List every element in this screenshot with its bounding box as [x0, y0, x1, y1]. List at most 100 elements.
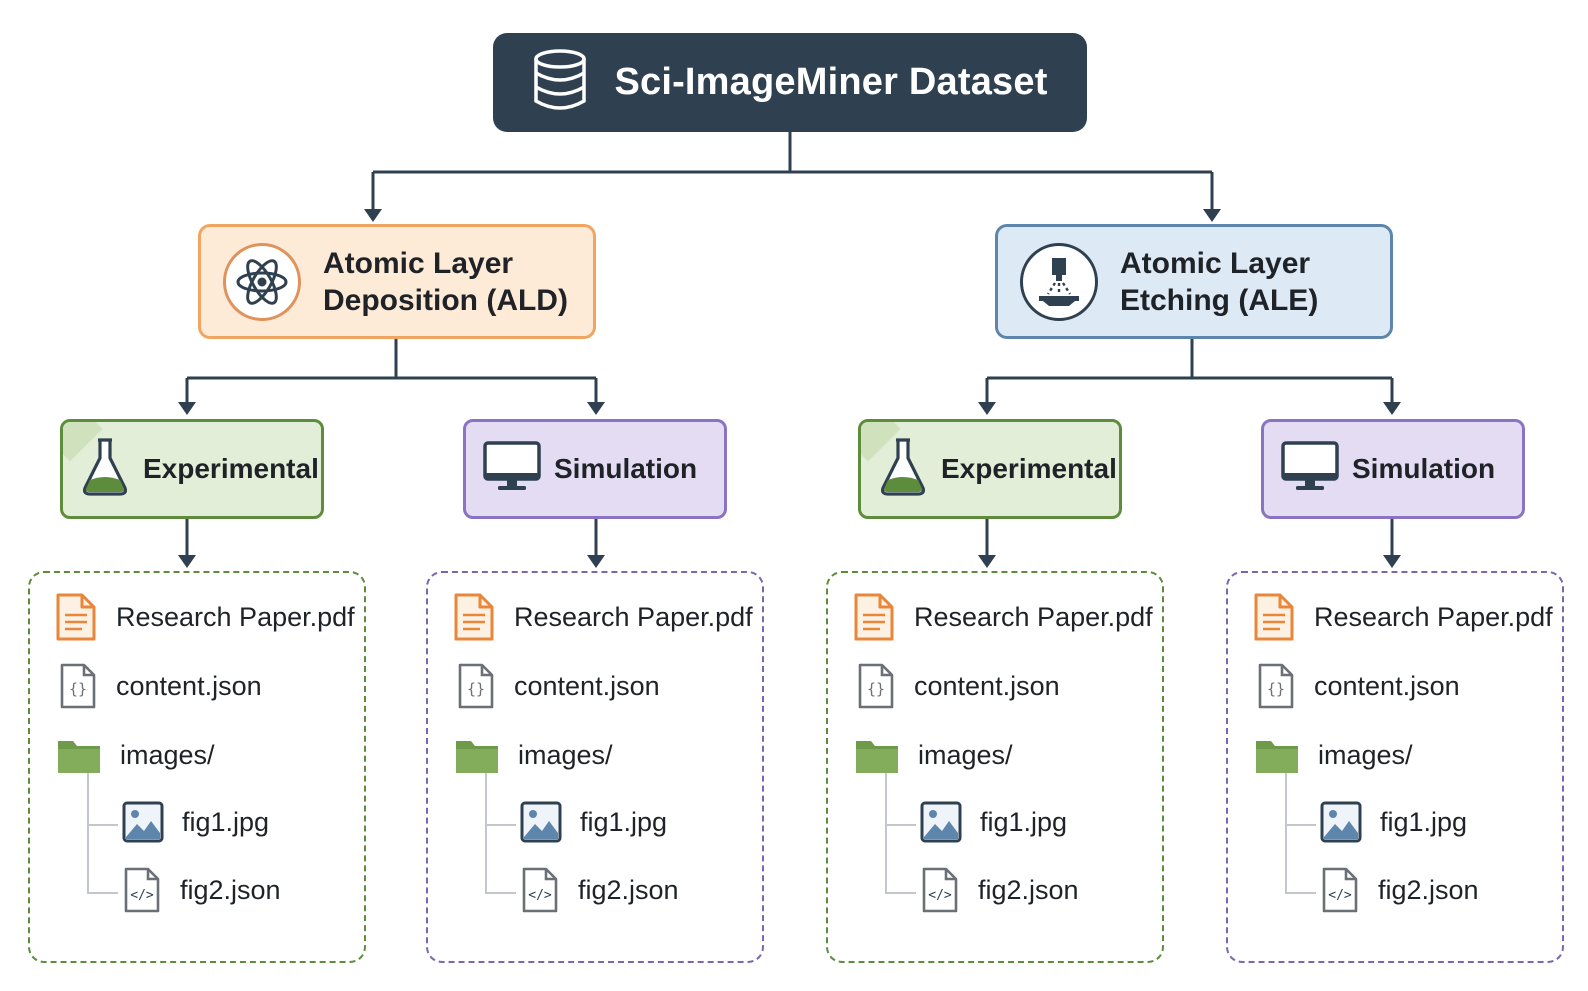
file-name: Research Paper.pdf [914, 601, 1153, 632]
fig2-file[interactable]: </>fig2.json [1320, 865, 1479, 915]
code-file-icon: </> [1320, 865, 1360, 915]
monitor-icon [1280, 440, 1340, 499]
pdf-file-icon [54, 591, 98, 643]
root-node: Sci-ImageMiner Dataset [493, 33, 1087, 132]
image-file-icon [1320, 801, 1362, 843]
subcategory-label: Experimental [143, 453, 319, 484]
svg-text:</>: </> [130, 888, 154, 903]
content-json-file[interactable]: {} content.json [856, 661, 1060, 711]
fig2-file[interactable]: </> fig2.json [520, 865, 679, 915]
etching-nozzle-icon [1020, 242, 1098, 321]
research-paper-file[interactable]: Research Paper.pdf [54, 591, 355, 643]
fig1-file[interactable]: fig1.jpg [520, 801, 667, 843]
svg-text:{}: {} [467, 680, 485, 698]
content-json-file[interactable]: {} content.json [456, 661, 660, 711]
fig1-file[interactable]: fig1.jpg [1320, 801, 1467, 843]
sub-to-files [185, 519, 1394, 562]
json-file-icon: {} [856, 661, 896, 711]
category-ale: Atomic Layer Etching (ALE) [995, 224, 1393, 339]
folder-icon [56, 735, 102, 775]
content-json-file[interactable]: {} content.json [58, 661, 262, 711]
file-name: content.json [514, 670, 660, 701]
research-paper-file[interactable]: Research Paper.pdf [1252, 591, 1553, 643]
ale-simulation-node: Simulation [1261, 419, 1525, 519]
pdf-file-icon [852, 591, 896, 643]
category-ald: Atomic Layer Deposition (ALD) [198, 224, 596, 339]
svg-text:{}: {} [69, 680, 87, 698]
monitor-icon [482, 440, 542, 499]
image-file-icon [122, 801, 164, 843]
tree-connector [87, 773, 118, 894]
file-name: fig2.json [978, 874, 1079, 905]
fig1-file[interactable]: fig1.jpg [122, 801, 269, 843]
category-label-line1: Atomic Layer [323, 246, 514, 280]
ald-experimental-node: Experimental [60, 419, 324, 519]
fig2-file[interactable]: </> fig2.json [920, 865, 1079, 915]
file-name: fig1.jpg [182, 806, 270, 837]
svg-text:</>: </> [528, 888, 552, 903]
file-name: fig2.json [180, 874, 281, 905]
images-folder[interactable]: images/ [454, 735, 613, 775]
json-file-icon: {} [58, 661, 98, 711]
images-folder[interactable]: images/ [854, 735, 1013, 775]
json-file-icon: {} [1256, 661, 1296, 711]
database-icon [532, 49, 588, 116]
subcategory-label: Experimental [941, 453, 1117, 484]
file-name: Research Paper.pdf [514, 601, 753, 632]
file-name: Research Paper.pdf [1314, 601, 1553, 632]
file-name: fig1.jpg [980, 806, 1068, 837]
tree-connector [1285, 773, 1316, 894]
image-file-icon [920, 801, 962, 843]
file-name: images/ [120, 739, 215, 770]
code-file-icon: </> [122, 865, 162, 915]
category-label: Atomic Layer Etching (ALE) [1120, 245, 1318, 319]
images-folder[interactable]: images/ [56, 735, 215, 775]
flask-icon [79, 436, 131, 503]
atom-icon [223, 242, 301, 321]
svg-text:{}: {} [867, 680, 885, 698]
tree-connector [485, 773, 516, 894]
folder-icon [1254, 735, 1300, 775]
subcategory-label: Simulation [554, 453, 698, 484]
file-name: images/ [518, 739, 613, 770]
pdf-file-icon [452, 591, 496, 643]
file-name: content.json [116, 670, 262, 701]
research-paper-file[interactable]: Research Paper.pdf [452, 591, 753, 643]
ale-experimental-files: Research Paper.pdf {} content.json images/f… [826, 571, 1164, 963]
code-file-icon: </> [520, 865, 560, 915]
ald-connector [185, 339, 598, 411]
file-name: fig2.json [578, 874, 679, 905]
svg-text:</>: </> [1328, 888, 1352, 903]
file-name: fig1.jpg [580, 806, 668, 837]
file-name: content.json [914, 670, 1060, 701]
research-paper-file[interactable]: Research Paper.pdf [852, 591, 1153, 643]
svg-text:{}: {} [1267, 680, 1285, 698]
subcategory-label: Simulation [1352, 453, 1496, 484]
folder-icon [454, 735, 500, 775]
folder-icon [854, 735, 900, 775]
file-name: images/ [918, 739, 1013, 770]
category-label-line2: Etching (ALE) [1120, 283, 1319, 317]
category-label: Atomic Layer Deposition (ALD) [323, 245, 568, 319]
root-title: Sci-ImageMiner Dataset [614, 61, 1048, 103]
tree-connector [885, 773, 916, 894]
file-name: images/ [1318, 739, 1413, 770]
ald-simulation-node: Simulation [463, 419, 727, 519]
file-name: content.json [1314, 670, 1460, 701]
flask-icon [877, 436, 929, 503]
content-json-file[interactable]: {} content.json [1256, 661, 1460, 711]
json-file-icon: {} [456, 661, 496, 711]
category-label-line2: Deposition (ALD) [323, 283, 568, 317]
images-folder[interactable]: images/ [1254, 735, 1413, 775]
ale-simulation-files: Research Paper.pdf {} content.json images/f… [1226, 571, 1564, 963]
code-file-icon: </> [920, 865, 960, 915]
ale-connector [985, 339, 1394, 411]
fig2-file[interactable]: </> fig2.json [122, 865, 281, 915]
pdf-file-icon [1252, 591, 1296, 643]
fig1-file[interactable]: fig1.jpg [920, 801, 1067, 843]
image-file-icon [520, 801, 562, 843]
file-name: Research Paper.pdf [116, 601, 355, 632]
category-label-line1: Atomic Layer [1120, 246, 1311, 280]
file-name: fig1.jpg [1380, 806, 1468, 837]
